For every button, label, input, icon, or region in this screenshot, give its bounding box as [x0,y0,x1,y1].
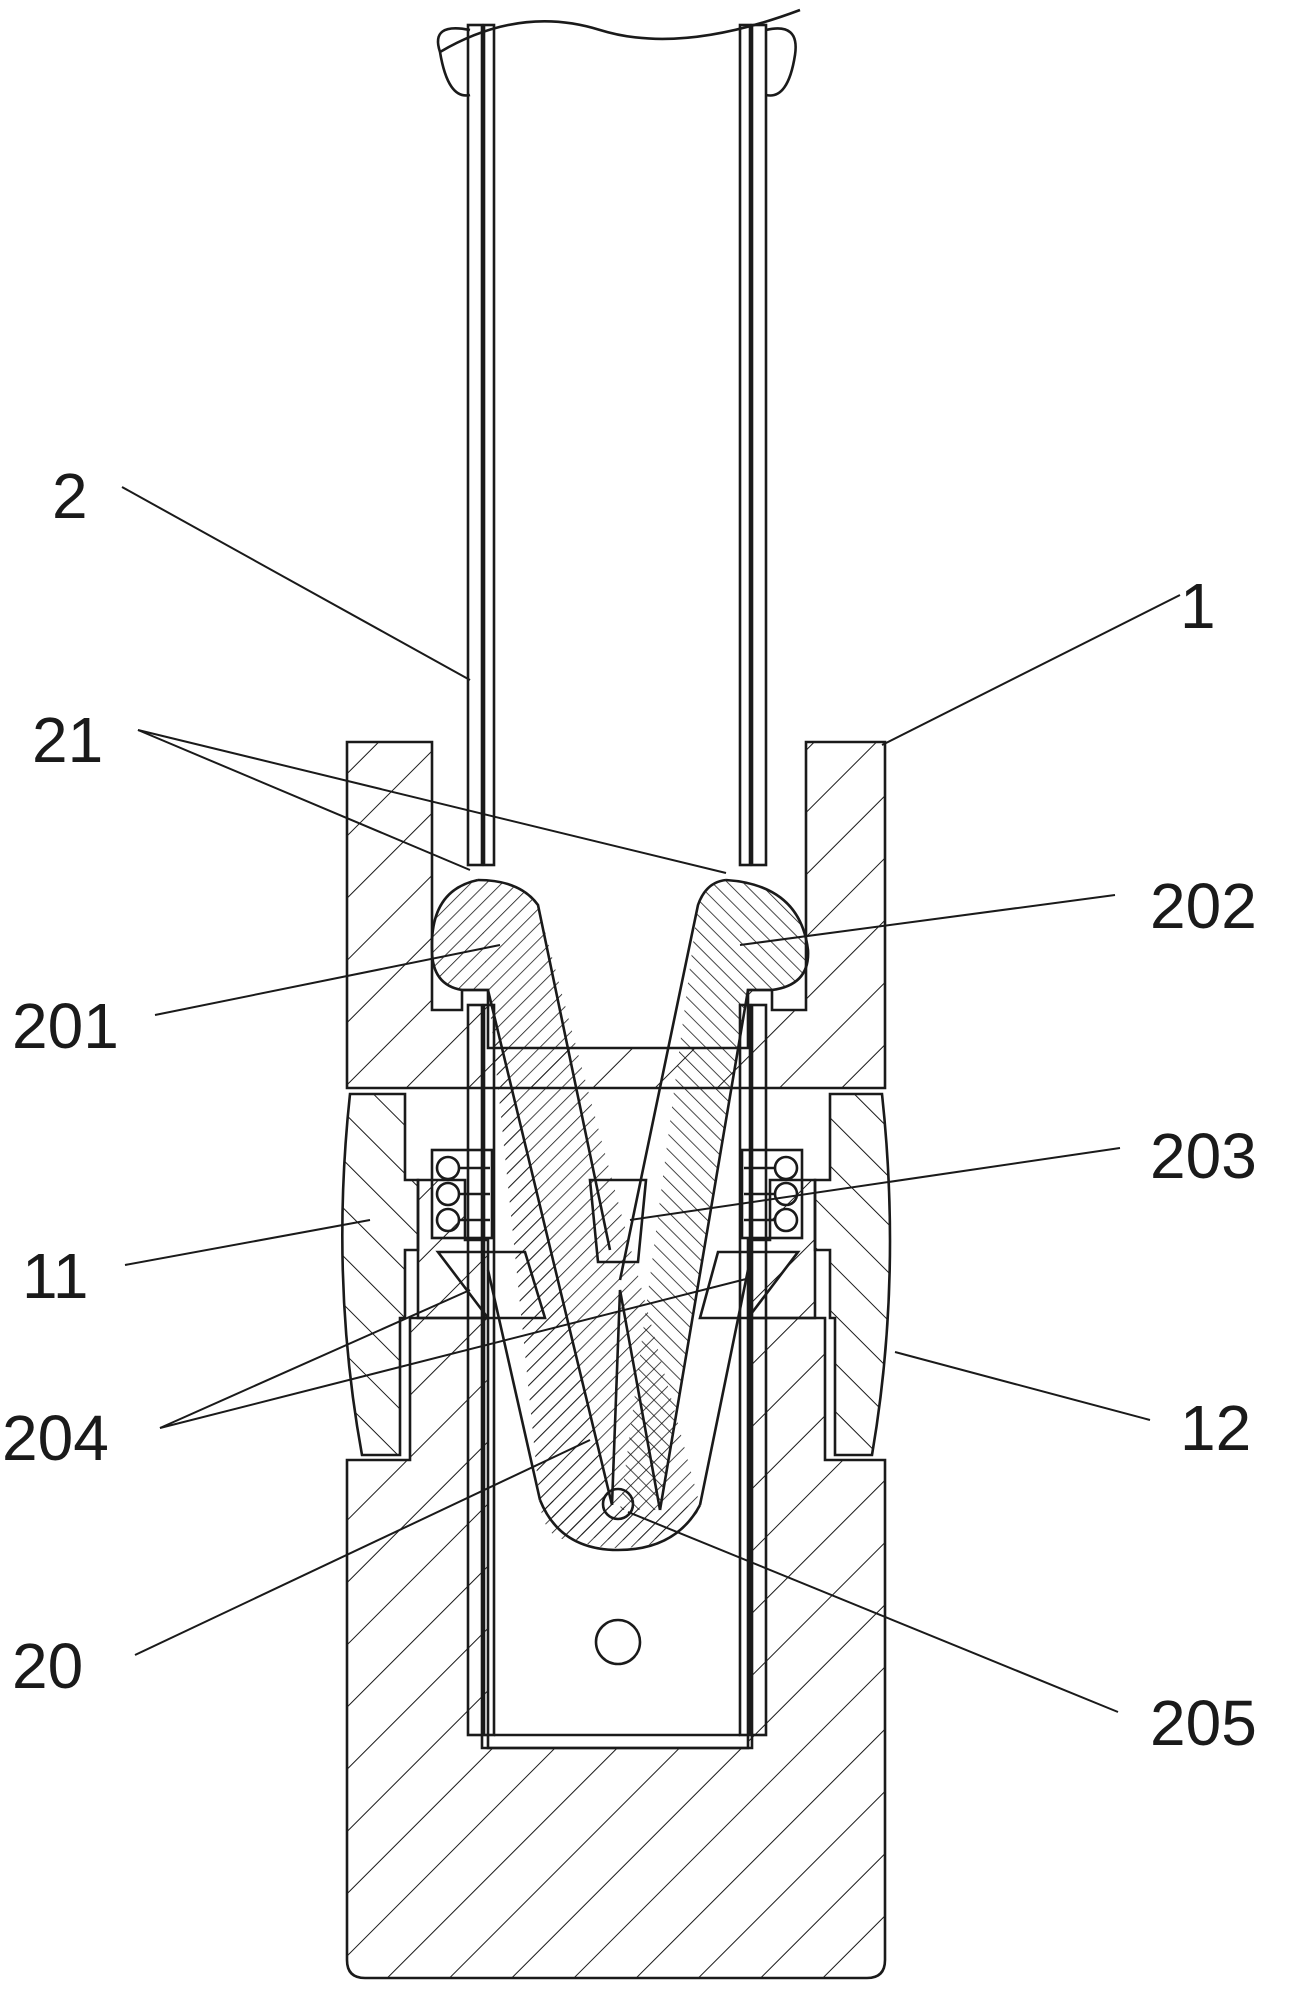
tube-2 [436,8,801,1750]
label-12: 12 [1180,1392,1251,1464]
label-1: 1 [1180,570,1216,642]
label-205: 205 [1150,1687,1257,1759]
upper-sleeve [345,740,887,1090]
leader-lines [121,486,1181,1713]
block-203 [588,1178,648,1264]
lever-bottom [486,1269,750,1552]
label-203: 203 [1150,1120,1257,1192]
pin-205 [594,1487,642,1666]
collar-11 [341,1092,420,1457]
wedge-204-left [435,1250,547,1320]
wedge-204-right [698,1250,801,1320]
spring-left [430,1148,494,1240]
lever-202 [618,878,810,1511]
label-201: 201 [12,990,119,1062]
label-20: 20 [12,1630,83,1702]
label-21: 21 [32,704,103,776]
label-11: 11 [22,1240,88,1312]
label-204: 204 [2,1402,109,1474]
label-2: 2 [52,460,88,532]
label-202: 202 [1150,870,1257,942]
